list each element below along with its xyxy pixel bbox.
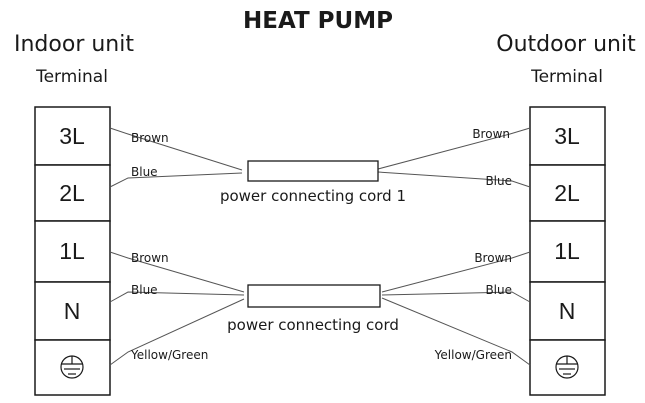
cord1-outdoor-blue-label: Blue: [485, 174, 512, 188]
cord2-indoor-blue-wire: [109, 291, 245, 303]
cord1-indoor-blue-label: Blue: [131, 165, 158, 179]
outdoor-terminal-1l: 1L: [554, 238, 580, 264]
outdoor-terminal-3l: 3L: [554, 123, 580, 149]
indoor-unit-title: Indoor unit: [14, 32, 134, 57]
cord2-outdoor-blue-wire: [381, 291, 531, 303]
cord2-outdoor-blue-label: Blue: [485, 283, 512, 297]
indoor-terminal-n-cell: [34, 281, 111, 341]
indoor-terminal-2l: 2L: [59, 180, 85, 206]
outdoor-terminal-block: 3L 2L 1L N: [529, 106, 606, 396]
indoor-terminal-1l: 1L: [59, 238, 85, 264]
outdoor-terminal-ground-cell: [529, 339, 606, 396]
outdoor-terminal-2l: 2L: [554, 180, 580, 206]
cord2-outdoor-brown-wire: [381, 251, 531, 293]
cord2-outdoor-yellow-green-label: Yellow/Green: [434, 348, 512, 362]
outdoor-terminal-n-cell: [529, 281, 606, 341]
cord2-indoor-brown-label: Brown: [131, 251, 169, 265]
cord2-indoor-yellow-green-label: Yellow/Green: [130, 348, 208, 362]
outdoor-terminal-1l-cell: [529, 220, 606, 283]
cord2-sheath: [247, 284, 381, 308]
outdoor-terminal-label: Terminal: [530, 67, 603, 87]
diagram-title: HEAT PUMP: [243, 8, 393, 34]
ground-icon: [60, 355, 84, 379]
outdoor-unit-title: Outdoor unit: [496, 32, 636, 57]
cord1-outdoor-brown-wire: [377, 127, 531, 170]
cord1-sheath: [247, 160, 379, 182]
cord1-indoor-blue-wire: [109, 172, 243, 188]
ground-icon: [555, 355, 579, 379]
cord1-label: power connecting cord 1: [220, 187, 406, 205]
cord2-outdoor-brown-label: Brown: [474, 251, 512, 265]
indoor-terminal-n: N: [64, 298, 81, 324]
indoor-terminal-ground-cell: [34, 339, 111, 396]
outdoor-terminal-n: N: [559, 298, 576, 324]
cord1-outdoor-blue-wire: [377, 171, 531, 188]
cord1-indoor-brown-wire: [109, 127, 243, 171]
outdoor-terminal-2l-cell: [529, 164, 606, 222]
power-cord-1: Brown Blue Brown Blue power connecting c…: [109, 127, 531, 205]
power-cord-2: Brown Blue Yellow/Green Brown Blue Yello…: [109, 251, 531, 366]
cord1-indoor-brown-label: Brown: [131, 131, 169, 145]
cord2-indoor-brown-wire: [109, 251, 245, 293]
indoor-terminal-block: 3L 2L 1L N: [34, 106, 111, 396]
cord2-indoor-blue-label: Blue: [131, 283, 158, 297]
cord2-outdoor-yellow-green-wire: [381, 297, 531, 366]
indoor-terminal-3l: 3L: [59, 123, 85, 149]
indoor-terminal-3l-cell: [34, 106, 111, 166]
cord1-outdoor-brown-label: Brown: [472, 127, 510, 141]
indoor-terminal-2l-cell: [34, 164, 111, 222]
cord2-label: power connecting cord: [227, 316, 399, 334]
outdoor-terminal-3l-cell: [529, 106, 606, 166]
cord2-indoor-yellow-green-wire: [109, 298, 245, 366]
indoor-terminal-label: Terminal: [35, 67, 108, 87]
